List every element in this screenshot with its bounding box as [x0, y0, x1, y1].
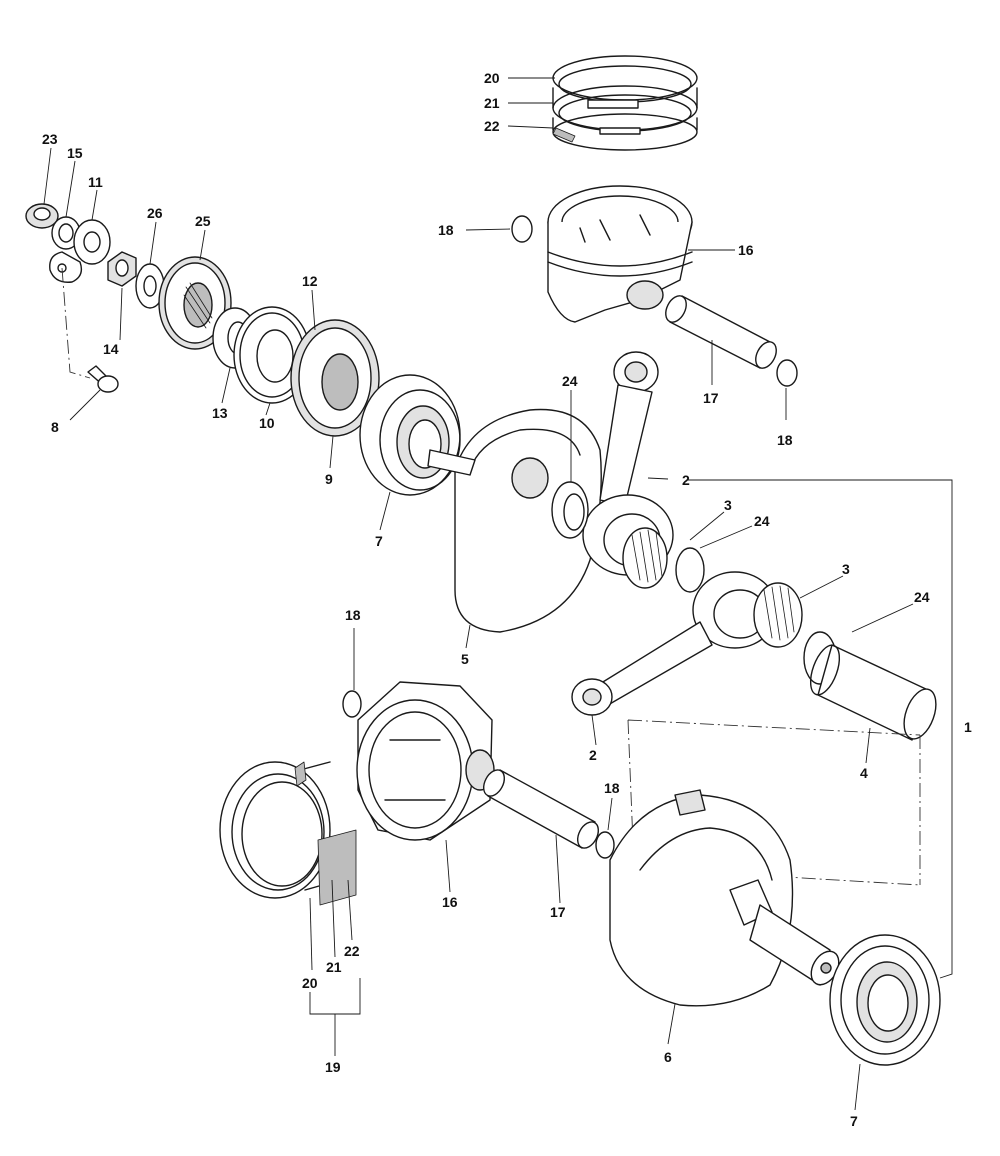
- label-25: 25: [195, 213, 211, 229]
- label-20-top: 20: [484, 70, 500, 86]
- crank-pin-4: [809, 644, 937, 741]
- label-11: 11: [88, 174, 103, 190]
- spacer-24-upper: [551, 481, 589, 539]
- crank-half-6: [609, 789, 840, 1007]
- piston-top: [547, 185, 693, 323]
- label-26: 26: [147, 205, 163, 221]
- needle-bearing-upper: [622, 527, 668, 589]
- screw-8: [87, 365, 119, 393]
- label-14: 14: [103, 341, 119, 357]
- label-7-lower: 7: [850, 1113, 858, 1129]
- alignment-dash-box: [627, 719, 921, 886]
- label-15: 15: [67, 145, 83, 161]
- label-12: 12: [302, 273, 318, 289]
- label-18-top-right: 18: [777, 432, 793, 448]
- label-2-lower: 2: [589, 747, 597, 763]
- circlip-top-right: [776, 359, 798, 387]
- bearing-7-upper: [359, 374, 461, 496]
- bolt-washer-stack: [25, 203, 137, 287]
- part-number-labels: 20 21 22 18 16 17 18 23 15 11 26 25 12 1…: [42, 70, 972, 1129]
- label-5: 5: [461, 651, 469, 667]
- label-24-middle: 24: [754, 513, 770, 529]
- needle-bearing-lower: [753, 582, 803, 648]
- gear-25: [158, 256, 232, 350]
- piston-pin-lower: [482, 769, 600, 849]
- circlip-lower-left: [342, 690, 362, 718]
- label-16-lower: 16: [442, 894, 458, 910]
- screw-8-axis-line: [61, 267, 91, 379]
- spacer-24-middle: [675, 547, 705, 593]
- label-3-upper: 3: [724, 497, 732, 513]
- label-3-lower: 3: [842, 561, 850, 577]
- label-13: 13: [212, 405, 228, 421]
- label-4: 4: [860, 765, 868, 781]
- circlip-top-left: [511, 215, 533, 243]
- label-16-top: 16: [738, 242, 754, 258]
- piston-rings-lower: [219, 761, 357, 906]
- label-17-top: 17: [703, 390, 719, 406]
- label-20-lower: 20: [302, 975, 318, 991]
- piston-pin-top: [665, 295, 777, 369]
- label-6: 6: [664, 1049, 672, 1065]
- piston-lower: [356, 681, 495, 841]
- bearing-7-lower: [829, 934, 941, 1066]
- label-23: 23: [42, 131, 58, 147]
- leader-lines: [43, 77, 953, 1111]
- label-18-lower-left: 18: [345, 607, 361, 623]
- connecting-rod-lower: [571, 571, 778, 716]
- label-24-lower: 24: [914, 589, 930, 605]
- label-9: 9: [325, 471, 333, 487]
- label-1: 1: [964, 719, 972, 735]
- label-21-lower: 21: [326, 959, 342, 975]
- label-7-upper: 7: [375, 533, 383, 549]
- label-24-upper: 24: [562, 373, 578, 389]
- label-2-upper: 2: [682, 472, 690, 488]
- circlip-lower-right: [595, 831, 615, 859]
- label-22-top: 22: [484, 118, 500, 134]
- label-17-lower: 17: [550, 904, 566, 920]
- gear-9: [290, 319, 380, 437]
- label-8: 8: [51, 419, 59, 435]
- label-21-top: 21: [484, 95, 500, 111]
- label-22-lower: 22: [344, 943, 360, 959]
- label-19: 19: [325, 1059, 341, 1075]
- label-10: 10: [259, 415, 275, 431]
- piston-rings-top: [552, 55, 698, 151]
- label-18-top-left: 18: [438, 222, 454, 238]
- label-18-lower-right: 18: [604, 780, 620, 796]
